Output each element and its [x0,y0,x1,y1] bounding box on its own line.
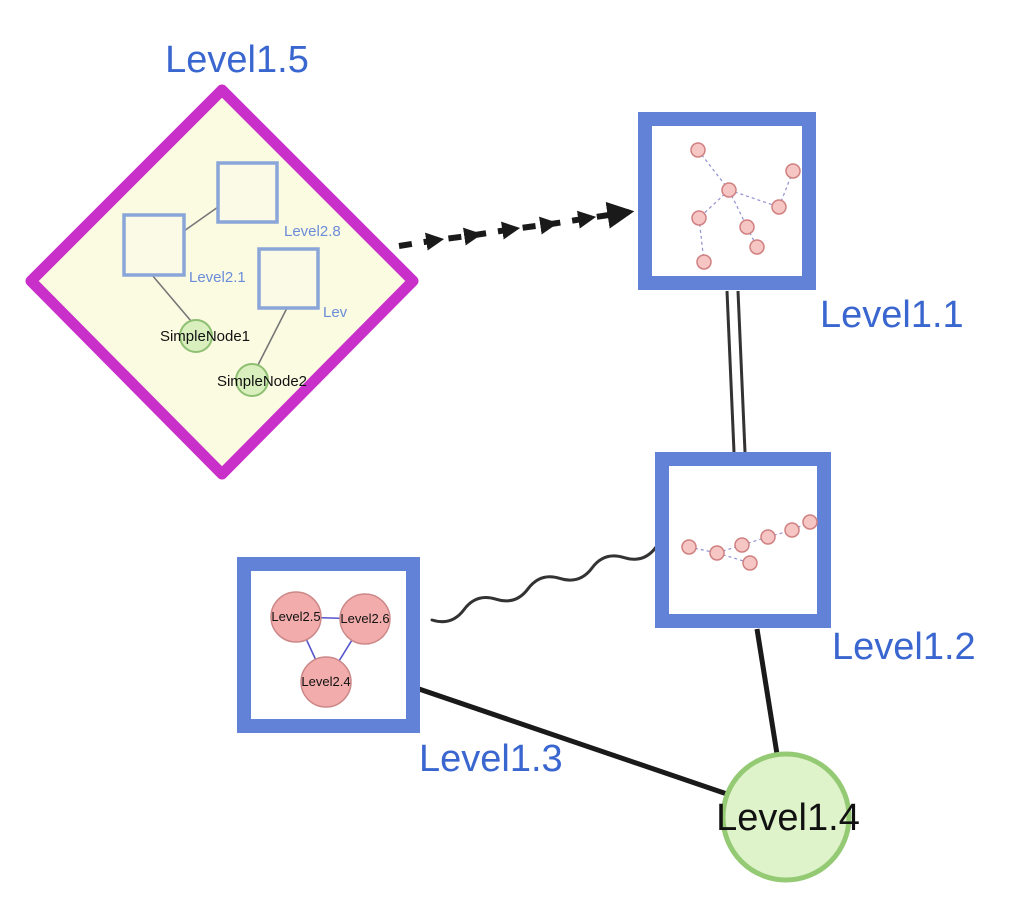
level11-frame[interactable] [638,112,816,290]
mini-edge [716,544,743,554]
group-node-level12 [655,452,831,628]
mini-node[interactable] [696,254,712,270]
straight-edge[interactable] [418,686,728,797]
edge-level13-to-level12 [430,545,658,624]
group-node-level13: Level2.5 Level2.6 Level2.4 [237,557,420,733]
edge-level11-to-level12 [725,290,747,453]
double-edge-line-1[interactable] [725,290,736,453]
node-simplenode2[interactable] [235,363,269,397]
group-node-level11 [638,112,816,290]
mini-node[interactable] [734,537,750,553]
mini-node[interactable] [690,142,706,158]
level14-label: Level1.4 [716,797,860,839]
edge-level13-to-level14 [418,686,728,797]
mini-edge [688,546,718,554]
straight-edge[interactable] [754,628,780,755]
wavy-edge[interactable] [430,545,658,624]
mini-node[interactable] [785,163,801,179]
mini-node[interactable] [749,239,765,255]
level11-subgraph-nodes [690,142,801,270]
level12-label: Level1.2 [832,626,976,668]
level14-circle[interactable] [720,751,852,883]
dashed-arrow-edge[interactable] [398,201,635,251]
node-level2-6-label: Level2.6 [340,611,389,626]
node-simplenode1[interactable] [179,319,213,353]
edge-level12-to-level14 [754,628,780,755]
node-level2-8-label: Level2.8 [284,223,341,240]
mini-node[interactable] [709,545,725,561]
node-level2-1[interactable] [122,213,186,277]
inner-edge [257,307,288,366]
mini-edge [741,536,769,546]
level11-label: Level1.1 [820,294,964,336]
node-level2-5[interactable] [270,591,322,643]
level12-subgraph-nodes [681,514,818,571]
mini-node[interactable] [721,182,737,198]
node-level2-4[interactable] [300,656,352,708]
mini-node[interactable] [681,539,697,555]
level13-label: Level1.3 [419,738,563,780]
inner-edge [151,274,192,322]
mini-node[interactable] [742,555,758,571]
node-lev[interactable] [257,247,320,310]
node-simplenode1-label: SimpleNode1 [160,328,250,345]
mini-node[interactable] [784,522,800,538]
mini-node[interactable] [760,529,776,545]
node-level2-4-label: Level2.4 [301,674,350,689]
node-lev-label: Lev [323,304,348,321]
level15-label: Level1.5 [165,39,309,81]
node-level14: Level1.4 [716,751,860,883]
mini-edge [697,149,730,191]
node-level2-1-label: Level2.1 [189,269,246,286]
inner-edge [183,206,219,232]
group-node-level15: Level2.8 Level2.1 Lev SimpleNode1 Simple… [25,84,419,480]
mini-node[interactable] [771,199,787,215]
mini-node[interactable] [802,514,818,530]
node-level2-8[interactable] [216,161,279,224]
node-simplenode2-label: SimpleNode2 [217,373,307,390]
mini-node[interactable] [739,219,755,235]
mini-edge [728,189,780,208]
double-edge-line-2[interactable] [736,290,747,453]
node-level2-6[interactable] [339,593,391,645]
edge-level15-to-level11 [398,201,635,251]
mini-node[interactable] [691,210,707,226]
node-level2-5-label: Level2.5 [271,609,320,624]
diamond-shape[interactable] [25,84,419,480]
